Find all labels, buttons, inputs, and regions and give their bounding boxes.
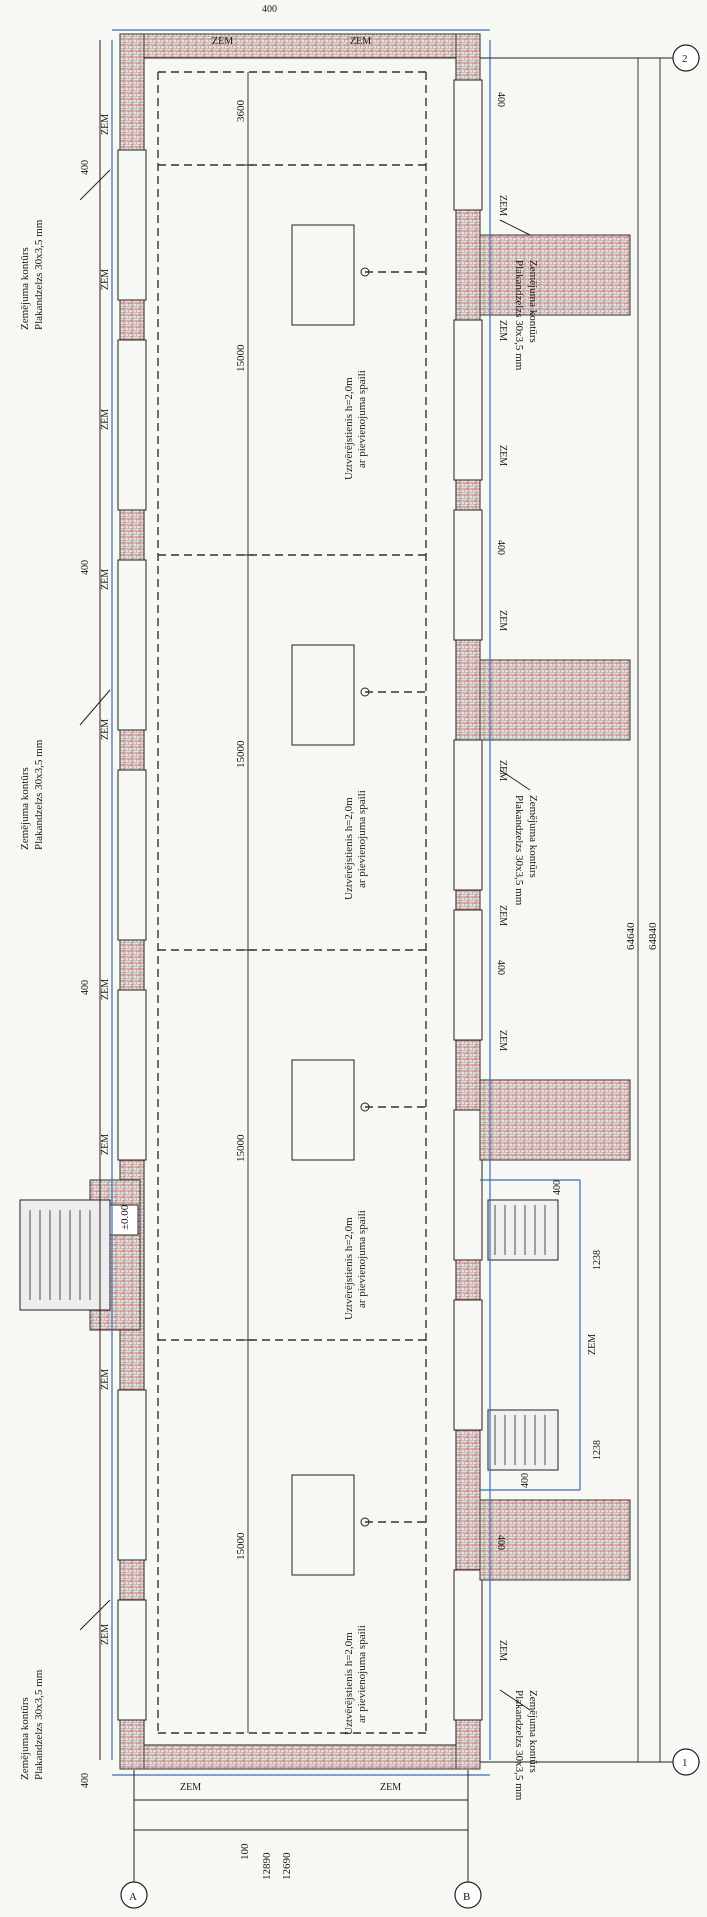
svg-text:400: 400 [495, 540, 506, 555]
dim-15000-4: 15000 [235, 1532, 247, 1560]
svg-text:ZEM: ZEM [100, 1369, 111, 1390]
svg-text:Plakandzelzs 30x3,5 mm: Plakandzelzs 30x3,5 mm [33, 1669, 45, 1780]
axis-markers: A B 1 2 [120, 44, 700, 1909]
lightning-rods: Uztvērējstienis h=2,0m ar pievienojuma s… [291, 224, 425, 1735]
svg-text:400: 400 [495, 1535, 506, 1550]
axis-B: B [463, 1891, 470, 1903]
rod-3: Uztvērējstienis h=2,0m ar pievienojuma s… [291, 1059, 425, 1320]
right-wall [455, 33, 481, 1770]
svg-text:ZEM: ZEM [100, 269, 111, 290]
svg-text:Zemējuma kontūrs: Zemējuma kontūrs [527, 1690, 539, 1773]
dim-15000-2: 15000 [235, 740, 247, 768]
dim-400-marks: 400 400 400 400 400 400 400 400 [80, 92, 506, 1788]
rod-2: Uztvērējstienis h=2,0m ar pievienojuma s… [291, 644, 425, 900]
dim-400-stair-1: 400 [552, 1180, 563, 1195]
svg-text:ZEM: ZEM [497, 760, 508, 781]
svg-text:400: 400 [495, 960, 506, 975]
brick-blocks [479, 234, 631, 1581]
rod-1: Uztvērējstienis h=2,0m ar pievienojuma s… [291, 224, 425, 480]
axis-2: 2 [682, 53, 688, 65]
svg-text:Uztvērējstienis h=2,0m: Uztvērējstienis h=2,0m [343, 377, 355, 480]
dim-400-stair-2: 400 [520, 1473, 531, 1488]
svg-text:400: 400 [80, 1773, 91, 1788]
dim-1238-1: 1238 [592, 1250, 603, 1270]
svg-text:ZEM: ZEM [497, 1640, 508, 1661]
svg-text:ZEM: ZEM [100, 1624, 111, 1645]
svg-text:Plakandzelzs 30x3,5 mm: Plakandzelzs 30x3,5 mm [513, 260, 525, 371]
dim-12890: 12890 [261, 1852, 273, 1880]
rod-4: Uztvērējstienis h=2,0m ar pievienojuma s… [291, 1474, 425, 1735]
dim-1238-2: 1238 [592, 1440, 603, 1460]
axis-1: 1 [682, 1757, 688, 1769]
svg-text:ar pievienojuma spaili: ar pievienojuma spaili [356, 370, 368, 468]
svg-text:400: 400 [80, 560, 91, 575]
svg-text:ZEM: ZEM [180, 1782, 201, 1793]
svg-text:ZEM: ZEM [497, 445, 508, 466]
ground-contour [99, 29, 491, 1776]
svg-text:ar pievienojuma spaili: ar pievienojuma spaili [356, 1210, 368, 1308]
bottom-wall [119, 1744, 481, 1770]
zem-stair: ZEM [587, 1334, 598, 1355]
svg-text:Zemējuma kontūrs: Zemējuma kontūrs [19, 247, 31, 330]
contour-callouts: Zemējuma kontūrs Plakandzelzs 30x3,5 mm … [19, 169, 539, 1801]
svg-text:Plakandzelzs 30x3,5 mm: Plakandzelzs 30x3,5 mm [513, 1690, 525, 1801]
svg-text:ZEM: ZEM [100, 569, 111, 590]
svg-text:400: 400 [80, 160, 91, 175]
svg-text:Uztvērējstienis h=2,0m: Uztvērējstienis h=2,0m [343, 797, 355, 900]
svg-text:ar pievienojuma spaili: ar pievienojuma spaili [356, 1625, 368, 1723]
svg-text:Zemējuma kontūrs: Zemējuma kontūrs [19, 767, 31, 850]
svg-text:Plakandzelzs 30x3,5 mm: Plakandzelzs 30x3,5 mm [513, 795, 525, 906]
svg-text:ZEM: ZEM [497, 320, 508, 341]
dim-15000-1: 15000 [235, 344, 247, 372]
svg-text:ZEM: ZEM [100, 979, 111, 1000]
svg-text:400: 400 [495, 92, 506, 107]
level-mark: ±0.00 [119, 1204, 131, 1230]
svg-text:ZEM: ZEM [380, 1782, 401, 1793]
svg-text:Zemējuma kontūrs: Zemējuma kontūrs [527, 260, 539, 343]
axis-A: A [129, 1891, 137, 1903]
svg-text:ZEM: ZEM [100, 409, 111, 430]
svg-text:ZEM: ZEM [497, 905, 508, 926]
svg-text:ZEM: ZEM [497, 610, 508, 631]
right-wall-windows [453, 79, 483, 1721]
svg-text:ar pievienojuma spaili: ar pievienojuma spaili [356, 790, 368, 888]
svg-text:Plakandzelzs 30x3,5 mm: Plakandzelzs 30x3,5 mm [33, 219, 45, 330]
svg-text:ZEM: ZEM [497, 1030, 508, 1051]
structural-grid: 3600 15000 15000 15000 15000 [157, 71, 427, 1734]
left-wall-windows [117, 149, 147, 1721]
svg-text:Zemējuma kontūrs: Zemējuma kontūrs [527, 795, 539, 878]
svg-text:Zemējuma kontūrs: Zemējuma kontūrs [19, 1697, 31, 1780]
staircases: 1238 1238 ZEM 400 400 [480, 1179, 603, 1491]
svg-text:ZEM: ZEM [100, 719, 111, 740]
zem-labels: ZEM ZEM ZEM ZEM ZEM ZEM ZEM ZEM ZEM ZEM … [100, 36, 508, 1793]
dim-64840: 64840 [647, 922, 659, 950]
dim-100: 100 [239, 1843, 251, 1860]
svg-text:ZEM: ZEM [100, 1134, 111, 1155]
dim-64640: 64640 [625, 922, 637, 950]
dim-12690: 12690 [281, 1852, 293, 1880]
svg-text:Plakandzelzs 30x3,5 mm: Plakandzelzs 30x3,5 mm [33, 739, 45, 850]
top-wall [119, 33, 481, 59]
dim-3600: 3600 [235, 100, 247, 123]
entrance-steps: ±0.00 [19, 1179, 141, 1331]
svg-text:Uztvērējstienis h=2,0m: Uztvērējstienis h=2,0m [343, 1632, 355, 1735]
svg-text:ZEM: ZEM [350, 36, 371, 47]
svg-text:Uztvērējstienis h=2,0m: Uztvērējstienis h=2,0m [343, 1217, 355, 1320]
svg-text:400: 400 [262, 4, 277, 15]
svg-text:400: 400 [80, 980, 91, 995]
svg-text:ZEM: ZEM [100, 114, 111, 135]
svg-text:ZEM: ZEM [497, 195, 508, 216]
dim-15000-3: 15000 [235, 1134, 247, 1162]
svg-text:ZEM: ZEM [212, 36, 233, 47]
